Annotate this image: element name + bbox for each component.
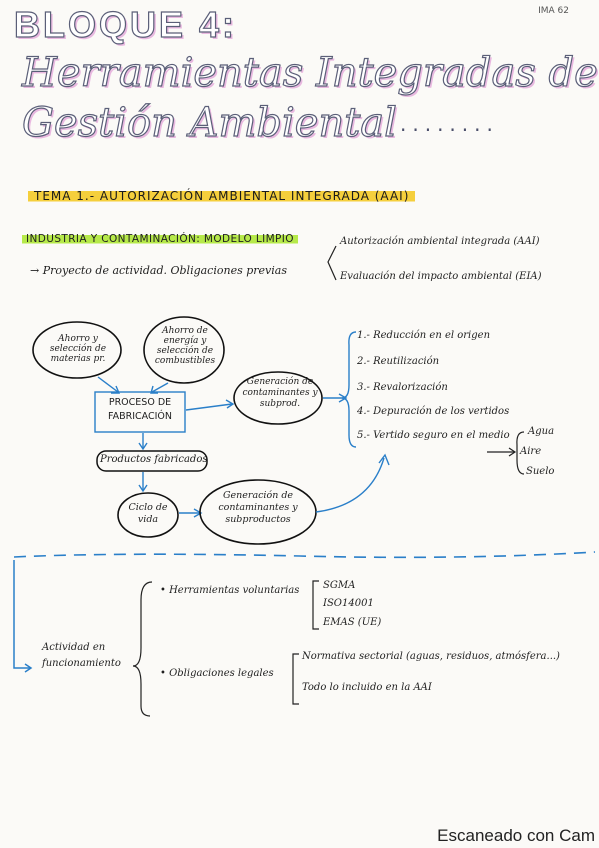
obligaciones-label: • Obligaciones legales (160, 668, 274, 679)
proceso-fabricacion-box: PROCESO DE FABRICACIÓN (108, 397, 172, 422)
obligacion-aai: Todo lo incluido en la AAI (302, 682, 432, 693)
main-title-line2: Gestión Ambiental (21, 99, 397, 146)
corner-note: IMA 62 (538, 6, 569, 16)
section-heading: INDUSTRIA Y CONTAMINACIÓN: MODELO LIMPIO (22, 233, 298, 245)
scan-watermark: Escaneado con Cam (437, 826, 595, 845)
proyecto-label: → Proyecto de actividad. Obligaciones pr… (30, 264, 287, 277)
step-2: 2.- Reutilización (357, 356, 440, 367)
herramienta-iso: ISO14001 (323, 598, 374, 609)
step-4: 4.- Depuración de los vertidos (357, 406, 510, 417)
medio-aire: Aire (520, 446, 542, 457)
bloque-title: BLOQUE 4: (13, 3, 238, 45)
tema-heading: TEMA 1.- AUTORIZACIÓN AMBIENTAL INTEGRAD… (28, 188, 416, 204)
ahorro-energia-label: Ahorro de energía y selección de combust… (154, 326, 216, 366)
herramienta-emas: EMAS (UE) (323, 617, 382, 628)
step-3: 3.- Revalorización (357, 382, 448, 393)
herramientas-label: • Herramientas voluntarias (160, 585, 300, 596)
generacion2-label: Generación de contaminantes y subproduct… (218, 490, 298, 525)
step-1: 1.- Reducción en el origen (357, 330, 491, 341)
medio-agua: Agua (528, 426, 555, 437)
productos-fabricados-label: Productos fabricados (100, 454, 208, 465)
generacion1-label: Generación de contaminantes y subprod. (242, 377, 318, 409)
obligacion-normativa: Normativa sectorial (aguas, residuos, at… (302, 651, 560, 662)
proyecto-item-eia: Evaluación del impacto ambiental (EIA) (340, 271, 542, 282)
herramienta-sgma: SGMA (323, 580, 356, 591)
main-title-line1: Herramientas Integradas de (21, 49, 598, 96)
proyecto-item-aai: Autorización ambiental integrada (AAI) (340, 236, 540, 247)
medio-suelo: Suelo (526, 466, 555, 477)
title-dots: ........ (400, 112, 499, 136)
actividad-label: Actividad en funcionamiento (42, 642, 121, 669)
ciclo-vida-label: Ciclo de vida (128, 502, 168, 525)
step-5: 5.- Vertido seguro en el medio (357, 430, 510, 441)
ahorro-materias-label: Ahorro y selección de materias pr. (49, 334, 107, 364)
